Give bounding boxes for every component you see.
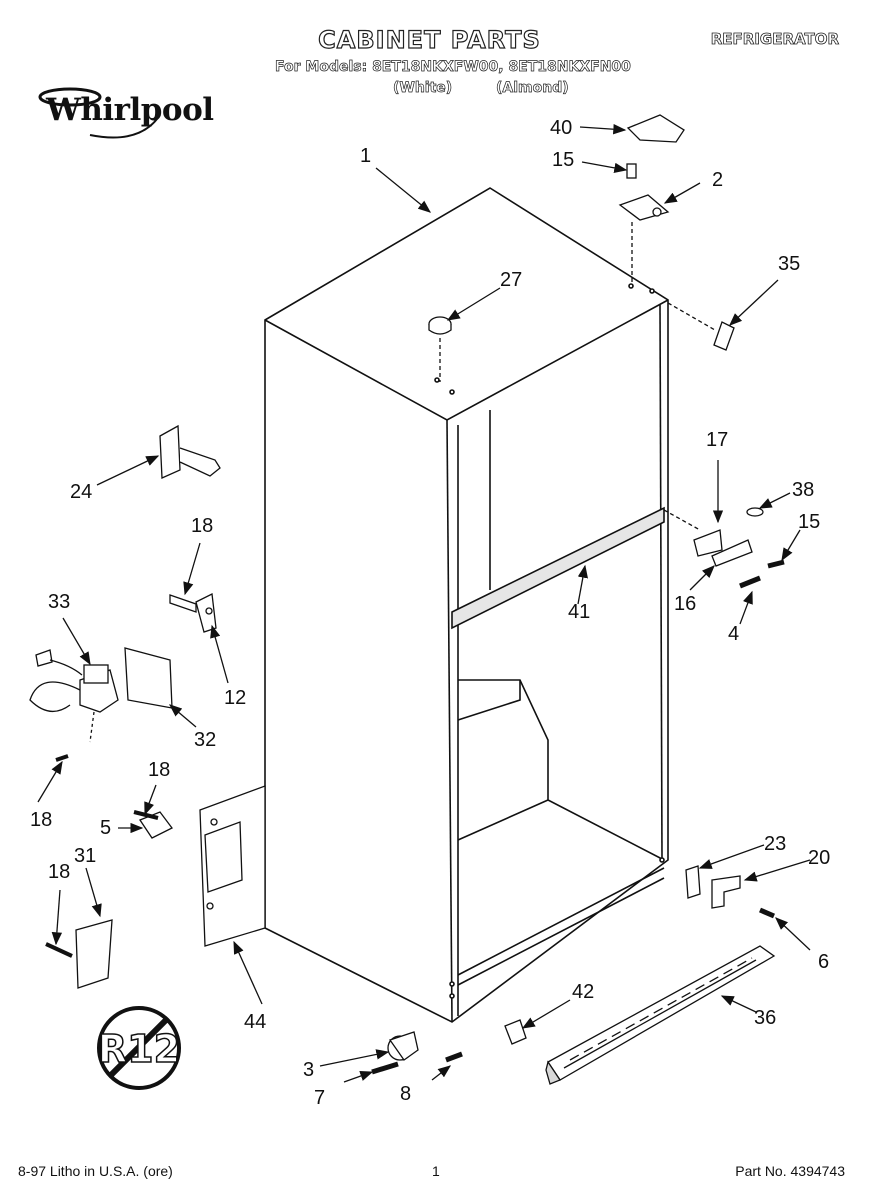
part-16-17-center-hinge bbox=[663, 507, 785, 589]
part-12-bracket bbox=[169, 593, 217, 633]
callout-15-top: 15 bbox=[552, 149, 574, 171]
color-almond-label: (Almond) bbox=[496, 80, 569, 97]
part-27-plug bbox=[428, 316, 452, 382]
callout-8: 8 bbox=[400, 1083, 411, 1105]
callout-16: 16 bbox=[674, 593, 696, 615]
models-line: For Models: 8ET18NKXFW00, 8ET18NKXFN00 bbox=[275, 59, 632, 76]
callout-5: 5 bbox=[100, 817, 111, 839]
part-5-bracket bbox=[133, 810, 173, 839]
callout-31: 31 bbox=[74, 845, 96, 867]
callout-3: 3 bbox=[303, 1059, 314, 1081]
callout-33: 33 bbox=[48, 591, 70, 613]
callout-18-b: 18 bbox=[30, 809, 52, 831]
callout-7: 7 bbox=[314, 1087, 325, 1109]
page-title: CABINET PARTS bbox=[318, 25, 541, 54]
part-20-lower-hinge bbox=[685, 865, 775, 919]
no-r12-refrigerant-symbol-icon: R12 bbox=[97, 1006, 181, 1090]
callout-27: 27 bbox=[500, 269, 522, 291]
callout-32: 32 bbox=[194, 729, 216, 751]
callout-20: 20 bbox=[808, 847, 830, 869]
callout-18-d: 18 bbox=[48, 861, 70, 883]
part-24-leveling-leg bbox=[159, 424, 221, 479]
part-31-cover bbox=[45, 919, 113, 989]
footer-part-number: Part No. 4394743 bbox=[735, 1163, 845, 1179]
callout-41: 41 bbox=[568, 601, 590, 623]
leader-lines bbox=[37, 124, 811, 1083]
callout-35: 35 bbox=[778, 253, 800, 275]
part-36-toe-grille bbox=[545, 945, 776, 1085]
appliance-type: REFRIGERATOR bbox=[710, 30, 839, 49]
callout-labels: 1 2 3 4 5 6 7 8 12 15 15 16 17 18 18 18 … bbox=[30, 117, 830, 1109]
callout-42: 42 bbox=[572, 981, 594, 1003]
part-42-clip bbox=[504, 1019, 527, 1045]
callout-1: 1 bbox=[360, 145, 371, 167]
part-40-hinge-cover bbox=[626, 114, 685, 143]
footer-page-number: 1 bbox=[432, 1163, 440, 1179]
callout-6: 6 bbox=[818, 951, 829, 973]
callout-18-a: 18 bbox=[191, 515, 213, 537]
callout-2: 2 bbox=[712, 169, 723, 191]
callout-18-c: 18 bbox=[148, 759, 170, 781]
r12-badge-text: R12 bbox=[98, 1027, 180, 1071]
part-2-top-hinge bbox=[618, 163, 670, 285]
callout-38: 38 bbox=[792, 479, 814, 501]
part-44-panel bbox=[199, 785, 266, 947]
footer-litho: 8-97 Litho in U.S.A. (ore) bbox=[18, 1163, 173, 1179]
part-32-33-cord-assembly bbox=[29, 647, 173, 762]
part-3-roller-assembly bbox=[371, 1031, 463, 1075]
whirlpool-swirl-logo-icon bbox=[38, 87, 161, 139]
callout-17: 17 bbox=[706, 429, 728, 451]
callout-23: 23 bbox=[764, 833, 786, 855]
callout-12: 12 bbox=[224, 687, 246, 709]
callout-15-mid: 15 bbox=[798, 511, 820, 533]
color-white-label: (White) bbox=[393, 80, 453, 97]
callout-24: 24 bbox=[70, 481, 92, 503]
callout-44: 44 bbox=[244, 1011, 266, 1033]
callout-36: 36 bbox=[754, 1007, 776, 1029]
part-35-cap bbox=[667, 302, 735, 351]
callout-4: 4 bbox=[728, 623, 739, 645]
brand-logo: Whirlpool bbox=[46, 92, 214, 128]
cabinet-shell bbox=[264, 187, 669, 1023]
callout-40: 40 bbox=[550, 117, 572, 139]
